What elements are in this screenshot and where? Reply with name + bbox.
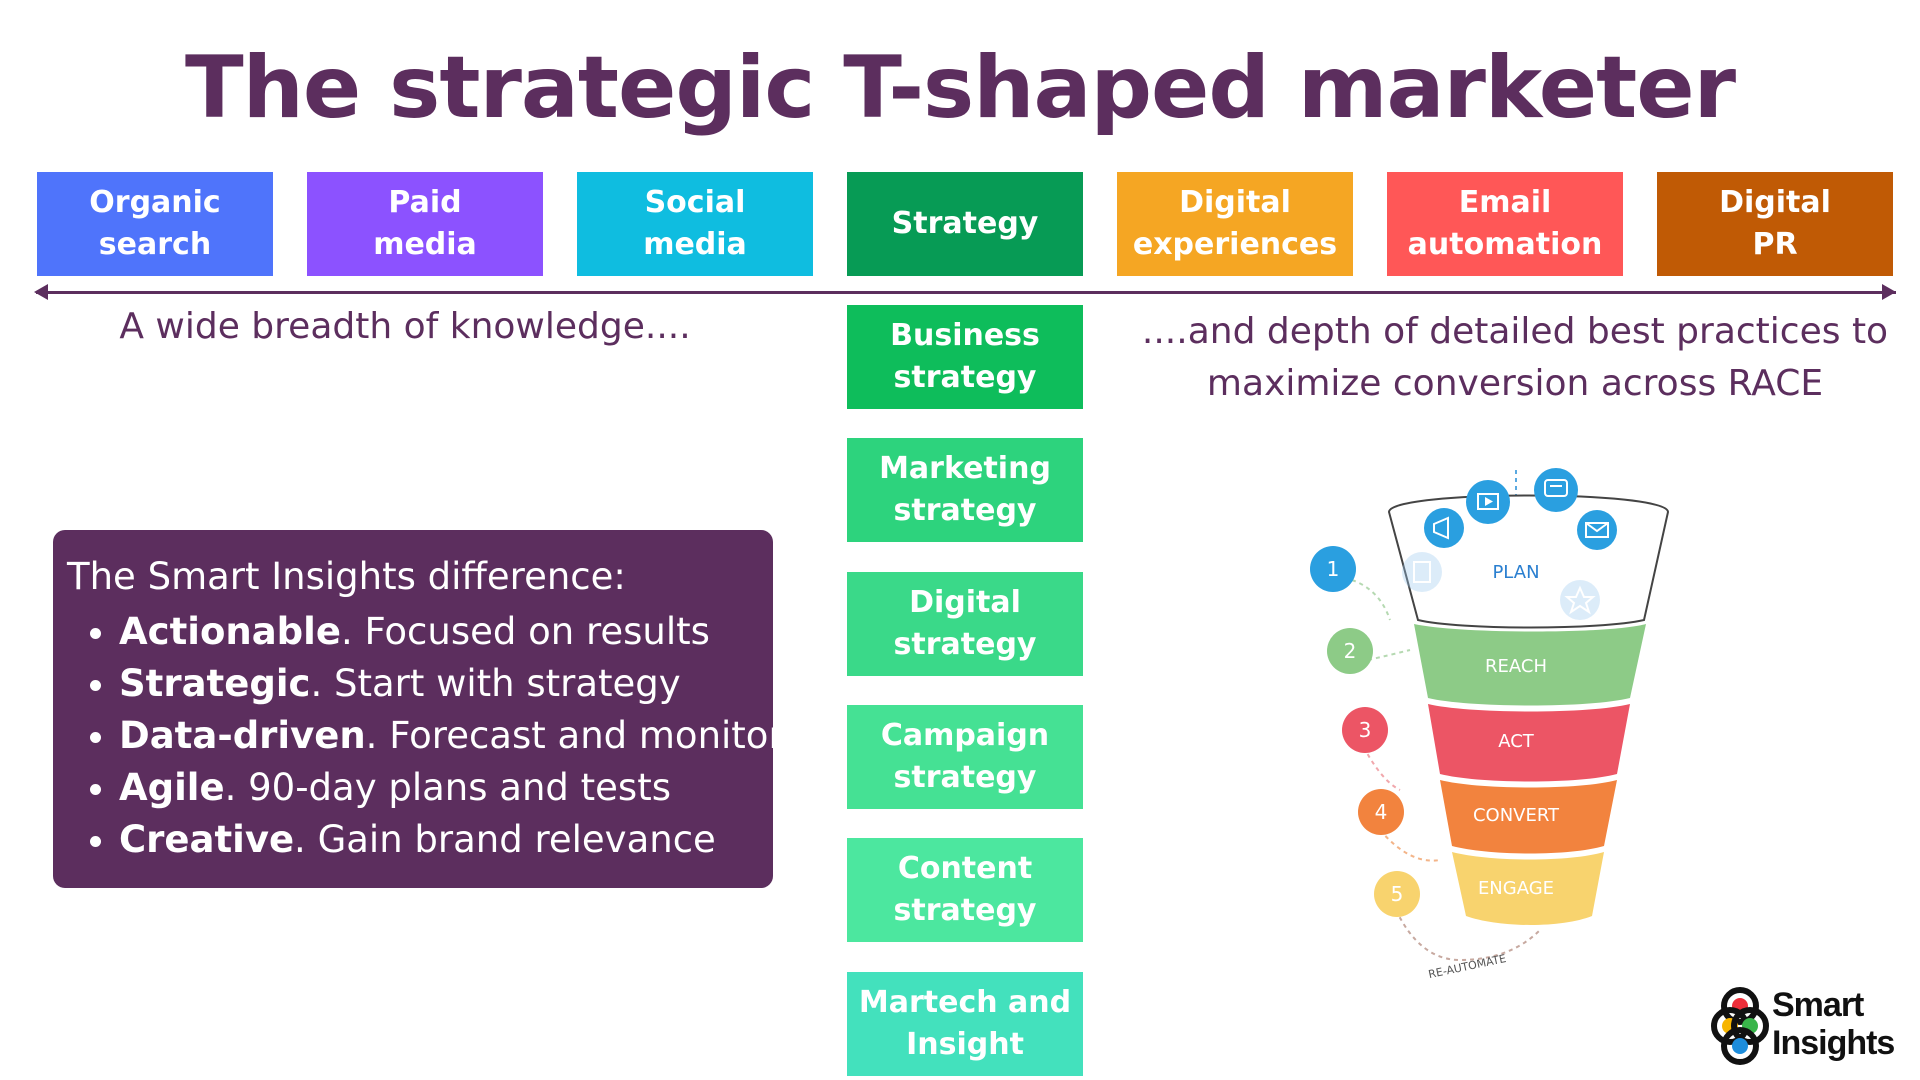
logo-line-1: Smart — [1772, 986, 1864, 1024]
difference-item-text: . 90-day plans and tests — [224, 766, 671, 809]
strategy-box: Campaign strategy — [847, 705, 1083, 809]
funnel-band-reach — [1414, 624, 1646, 706]
mail-icon — [1577, 510, 1617, 550]
difference-item-keyword: Agile — [119, 766, 225, 809]
stage-label-convert: CONVERT — [1473, 805, 1560, 826]
axis-right-arrow-icon — [1882, 284, 1896, 300]
strategy-box: Marketing strategy — [847, 438, 1083, 542]
breadth-axis — [36, 291, 1896, 294]
difference-item-keyword: Strategic — [119, 662, 311, 705]
channel-box: Digital PR — [1657, 172, 1893, 276]
difference-item-text: . Start with strategy — [310, 662, 681, 705]
strategy-box: Content strategy — [847, 838, 1083, 942]
stage-badge-2 — [1327, 628, 1373, 674]
stage-badge-1 — [1310, 546, 1356, 592]
connector-2-3 — [1367, 649, 1411, 661]
stage-label-plan: PLAN — [1492, 562, 1539, 583]
document-icon — [1402, 552, 1442, 592]
channel-box: Digital experiences — [1117, 172, 1353, 276]
difference-item: Actionable. Focused on results — [119, 606, 773, 658]
difference-panel: The Smart Insights difference: Actionabl… — [53, 530, 784, 888]
star-icon — [1560, 580, 1600, 620]
difference-list: Actionable. Focused on resultsStrategic.… — [67, 606, 784, 866]
stage-number-4: 4 — [1375, 800, 1388, 824]
difference-item-text: . Gain brand relevance — [294, 818, 716, 861]
channel-box: Strategy — [847, 172, 1083, 276]
strategy-box: Martech and Insight — [847, 972, 1083, 1076]
stage-number-1: 1 — [1327, 557, 1340, 581]
stage-badge-5 — [1374, 871, 1420, 917]
channel-box: Social media — [577, 172, 813, 276]
page-title: The strategic T-shaped marketer — [185, 38, 1736, 138]
connector-4-5 — [1379, 829, 1441, 862]
strategy-box: Business strategy — [847, 305, 1083, 409]
stage-number-5: 5 — [1391, 882, 1404, 906]
megaphone-icon — [1424, 508, 1464, 548]
breadth-caption: A wide breadth of knowledge.... — [119, 306, 691, 347]
difference-item-keyword: Data-driven — [119, 714, 366, 757]
stage-label-engage: ENGAGE — [1478, 878, 1554, 899]
difference-heading: The Smart Insights difference: — [67, 555, 626, 598]
difference-item: Data-driven. Forecast and monitor — [119, 710, 784, 762]
difference-item-text: . Forecast and monitor — [365, 714, 784, 757]
race-funnel: PLAN REACH ACT CONVERT ENGAGE 1 2 3 4 5 … — [1310, 468, 1670, 981]
depth-caption: ....and depth of detailed best practices… — [1141, 311, 1889, 404]
funnel-band-act — [1428, 704, 1630, 782]
difference-item-text: . Focused on results — [340, 610, 710, 653]
difference-item-keyword: Creative — [119, 818, 295, 861]
chat-icon — [1534, 468, 1578, 512]
channel-box: Email automation — [1387, 172, 1623, 276]
difference-item-keyword: Actionable — [119, 610, 341, 653]
strategy-box: Digital strategy — [847, 572, 1083, 676]
stage-label-act: ACT — [1498, 731, 1535, 752]
smart-insights-logo — [1711, 987, 1769, 1065]
stage-number-2: 2 — [1344, 639, 1357, 663]
video-icon — [1466, 480, 1510, 524]
channel-box: Paid media — [307, 172, 543, 276]
stage-badge-4 — [1358, 789, 1404, 835]
connector-1-2 — [1351, 579, 1391, 621]
stage-label-reach: REACH — [1485, 656, 1547, 677]
funnel-band-engage — [1452, 852, 1604, 925]
difference-item: Agile. 90-day plans and tests — [119, 762, 773, 814]
stage-badge-3 — [1342, 707, 1388, 753]
axis-left-arrow-icon — [34, 284, 48, 300]
stage-number-3: 3 — [1359, 718, 1372, 742]
difference-item: Strategic. Start with strategy — [119, 658, 773, 710]
difference-item: Creative. Gain brand relevance — [119, 814, 773, 866]
funnel-band-convert — [1440, 780, 1617, 854]
logo-text: Smart Insights — [1772, 986, 1895, 1062]
logo-line-2: Insights — [1772, 1024, 1895, 1062]
channel-box: Organic search — [37, 172, 273, 276]
